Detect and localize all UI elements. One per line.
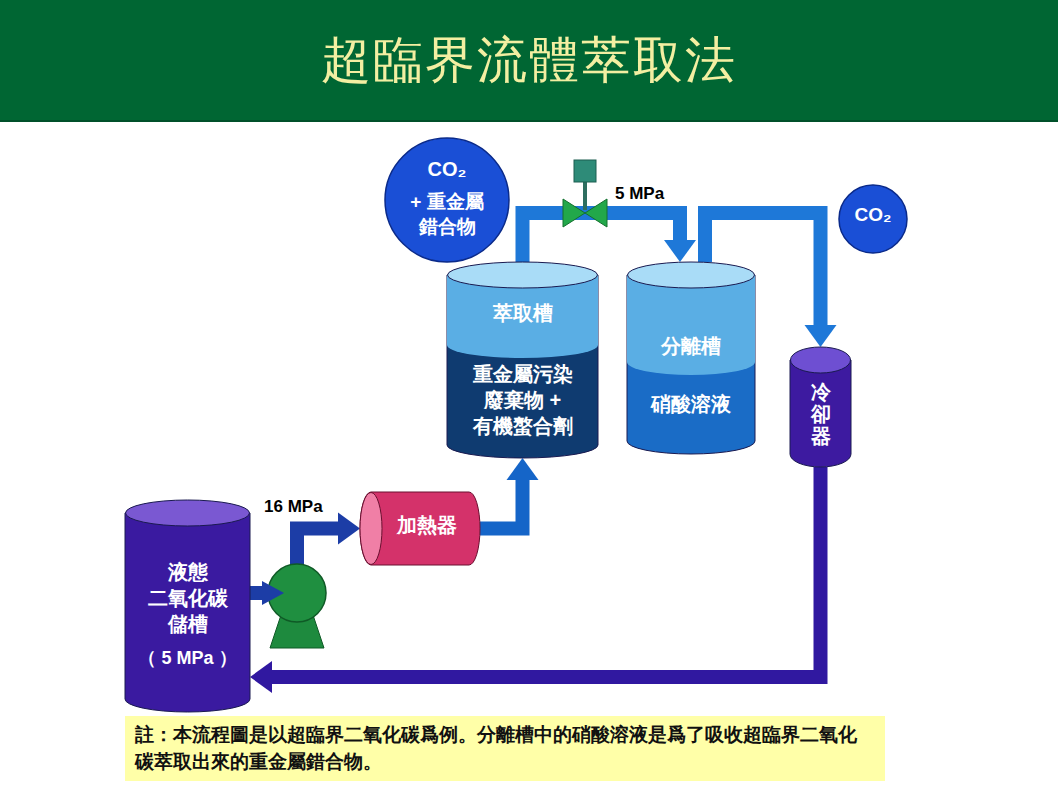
pressure-label: 16 MPa [262,497,325,517]
arrow-head [338,513,360,545]
node-label: CO₂ [428,156,467,182]
node-text-box: CO₂ [384,153,510,185]
heater-cylinder: 加熱器 [360,492,480,565]
node-text-box: 冷卻器 [790,371,851,457]
node-text-box: 重金屬污染 廢棄物 + 有機螯合劑 [447,350,598,450]
arrow-head [805,325,837,347]
node-text-box: 萃取槽 [447,292,598,334]
node-text-box: （ 5 MPa ） [125,642,250,676]
extraction-tank: 萃取槽重金屬污染 廢棄物 + 有機螯合劑 [447,262,598,458]
node-text-box: 硝酸溶液 [627,384,755,424]
node-sub-label: 重金屬污染 廢棄物 + 有機螯合劑 [462,361,584,439]
node-text-box: 液態 二氧化碳 儲槽 [125,552,250,644]
node-label: CO₂ [855,203,892,228]
valve-symbol [563,160,607,227]
note-caption: 註：本流程圖是以超臨界二氧化碳爲例。分離槽中的硝酸溶液是爲了吸收超臨界二氧化碳萃… [125,716,885,781]
pump-symbol [262,564,326,648]
node-outline [627,262,755,454]
pipe-line [270,467,821,677]
pipe-line [480,478,523,529]
pipe-connector [250,467,821,693]
cooler-cylinder: 冷卻器 [790,347,851,467]
pipe-connector [523,213,697,262]
node-sub-label: + 重金屬 錯合物 [405,190,489,239]
pipe-connector [480,458,539,529]
node-text-box: + 重金屬 錯合物 [384,183,510,247]
node-sub-label: （ 5 MPa ） [138,647,236,670]
node-label: 萃取槽 [493,300,553,326]
node-sub-label: 硝酸溶液 [651,391,731,417]
title-text: 超臨界流體萃取法 [321,27,737,94]
arrow-head [664,240,696,262]
pressure-label: 5 MPa [613,184,666,204]
callout-circle: CO₂ [838,180,908,258]
node-text-box: 加熱器 [374,492,480,557]
arrow-head [250,661,272,693]
callout-circle: CO₂ + 重金屬 錯合物 [384,137,510,263]
diagram-title: 超臨界流體萃取法 [0,0,1058,120]
arrow-head [507,458,539,480]
node-label: 分離槽 [661,333,721,359]
node-label: 冷卻器 [811,381,831,447]
node-text-box: 分離槽 [627,328,755,364]
storage-tank: 液態 二氧化碳 儲槽 （ 5 MPa ） [125,500,250,712]
node-text-box: CO₂ [838,180,908,250]
separation-tank: 分離槽硝酸溶液 [627,262,755,454]
node-label: 液態 二氧化碳 儲槽 [140,559,236,637]
node-label: 加熱器 [397,512,457,538]
